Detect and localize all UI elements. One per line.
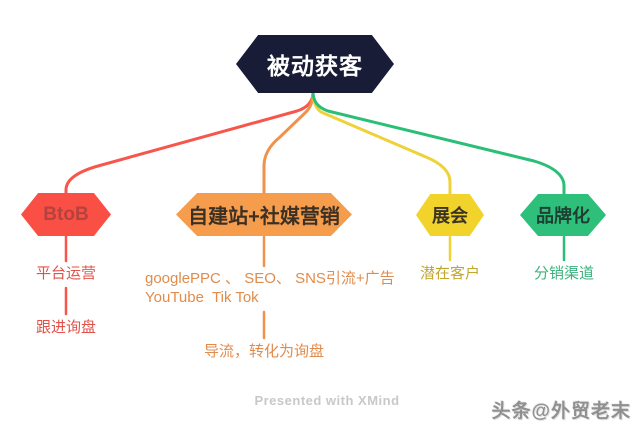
branch-topic-website-label: 自建站+社媒营销 xyxy=(188,206,340,228)
branch-topic-btob-label: BtoB xyxy=(43,203,89,225)
branch-topic-website[interactable]: 自建站+社媒营销 xyxy=(176,193,352,236)
subtopic-seo-line2[interactable]: YouTube Tik Tok xyxy=(145,289,259,306)
branch-topic-btob[interactable]: BtoB xyxy=(21,193,111,236)
branch-line-expo xyxy=(311,90,452,198)
branch-line-brand xyxy=(311,90,566,198)
branch-line-btob xyxy=(64,90,315,197)
subtopic-potential-customers[interactable]: 潜在客户 xyxy=(419,265,480,282)
root-topic[interactable]: 被动获客 xyxy=(236,35,394,93)
branch-topic-brand-label: 品牌化 xyxy=(536,206,590,226)
presented-with-xmind-label: Presented with XMind xyxy=(254,393,400,408)
subtopic-convert-inquiry[interactable]: 导流，转化为询盘 xyxy=(203,343,324,360)
branch-topic-expo[interactable]: 展会 xyxy=(416,194,484,236)
subtopic-platform-operation[interactable]: 平台运营 xyxy=(35,265,96,282)
subtopic-seo-line1[interactable]: googlePPC 、 SEO、 SNS引流+广告 xyxy=(145,270,395,287)
root-topic-label: 被动获客 xyxy=(267,53,363,79)
subtopic-distribution-channel[interactable]: 分销渠道 xyxy=(533,265,594,282)
branch-topic-brand[interactable]: 品牌化 xyxy=(520,194,606,236)
branch-line-website xyxy=(262,90,315,197)
subtopic-follow-inquiry[interactable]: 跟进询盘 xyxy=(35,319,96,336)
branch-topic-expo-label: 展会 xyxy=(432,206,468,226)
toutiao-watermark: 头条@外贸老末 xyxy=(491,401,631,422)
